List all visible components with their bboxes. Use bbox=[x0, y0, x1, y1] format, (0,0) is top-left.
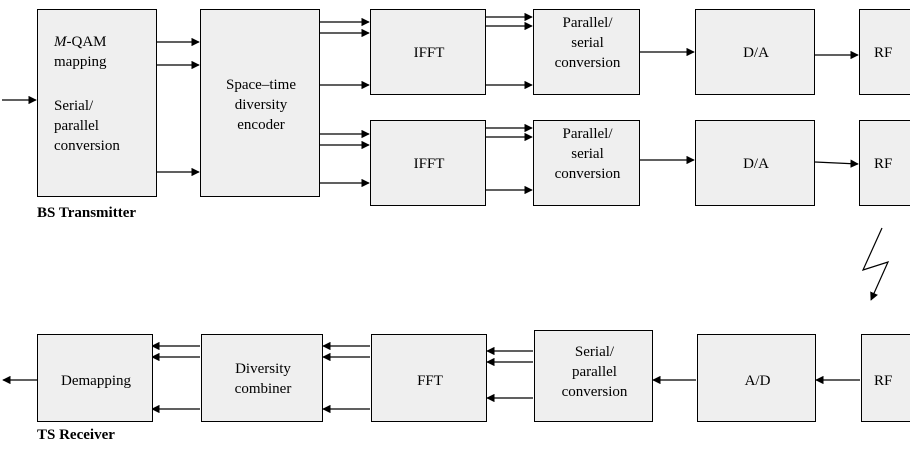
sp-rx-label-1: Serial/ bbox=[574, 344, 615, 360]
encoder-label-3: encoder bbox=[237, 117, 285, 133]
demapping-block: Demapping bbox=[37, 334, 153, 422]
rf-label-tx-1: RF bbox=[874, 45, 893, 61]
fft-label: FFT bbox=[417, 373, 443, 389]
da-label-2: D/A bbox=[743, 156, 769, 172]
combiner-label-1: Diversity bbox=[235, 361, 291, 377]
ps2-label-3: conversion bbox=[554, 166, 621, 182]
space-time-encoder-block: Space–time diversity encoder bbox=[200, 9, 320, 197]
da-label-1: D/A bbox=[743, 45, 769, 61]
ps2-label-1: Parallel/ bbox=[562, 126, 613, 142]
serial-parallel-block-rx: Serial/ parallel conversion bbox=[534, 330, 653, 422]
rf-block-rx: RF bbox=[861, 334, 910, 422]
qam-serial-parallel-block: M-QAM mapping Serial/ parallel conversio… bbox=[37, 9, 157, 197]
ifft-block-1: IFFT bbox=[370, 9, 486, 95]
ts-receiver-caption: TS Receiver bbox=[37, 427, 115, 443]
serial-parallel-label-3: conversion bbox=[54, 138, 120, 154]
mapping-label: mapping bbox=[54, 54, 107, 70]
ifft-label-1: IFFT bbox=[413, 45, 445, 61]
arrow-da2-to-rf2 bbox=[814, 159, 859, 168]
ifft-label-2: IFFT bbox=[413, 156, 445, 172]
rf-block-tx-2: RF bbox=[859, 120, 910, 206]
rf-label-tx-2: RF bbox=[874, 156, 893, 172]
encoder-label-1: Space–time bbox=[226, 77, 296, 93]
rf-block-tx-1: RF bbox=[859, 9, 910, 95]
serial-parallel-label-2: parallel bbox=[54, 118, 99, 134]
da-block-1: D/A bbox=[695, 9, 815, 95]
parallel-serial-block-2: Parallel/ serial conversion bbox=[533, 120, 640, 206]
qam-label: M-QAM bbox=[54, 34, 107, 50]
fft-block: FFT bbox=[371, 334, 487, 422]
da-block-2: D/A bbox=[695, 120, 815, 206]
ad-label: A/D bbox=[744, 373, 771, 389]
sp-rx-label-2: parallel bbox=[572, 364, 617, 380]
demapping-label: Demapping bbox=[61, 373, 131, 389]
ps1-label-1: Parallel/ bbox=[562, 15, 613, 31]
rf-label-rx: RF bbox=[874, 373, 893, 389]
bs-transmitter-caption: BS Transmitter bbox=[37, 205, 137, 221]
encoder-label-2: diversity bbox=[234, 97, 288, 113]
sp-rx-label-3: conversion bbox=[561, 384, 628, 400]
wireless-link-bolt bbox=[861, 227, 890, 301]
combiner-label-2: combiner bbox=[234, 381, 292, 397]
parallel-serial-block-1: Parallel/ serial conversion bbox=[533, 9, 640, 95]
diversity-combiner-block: Diversity combiner bbox=[201, 334, 323, 422]
ps1-label-2: serial bbox=[571, 35, 604, 51]
ad-block: A/D bbox=[697, 334, 816, 422]
ps1-label-3: conversion bbox=[554, 55, 621, 71]
ps2-label-2: serial bbox=[571, 146, 604, 162]
serial-parallel-label-1: Serial/ bbox=[54, 98, 94, 114]
qam-label-line-1: M bbox=[54, 34, 67, 50]
ifft-block-2: IFFT bbox=[370, 120, 486, 206]
